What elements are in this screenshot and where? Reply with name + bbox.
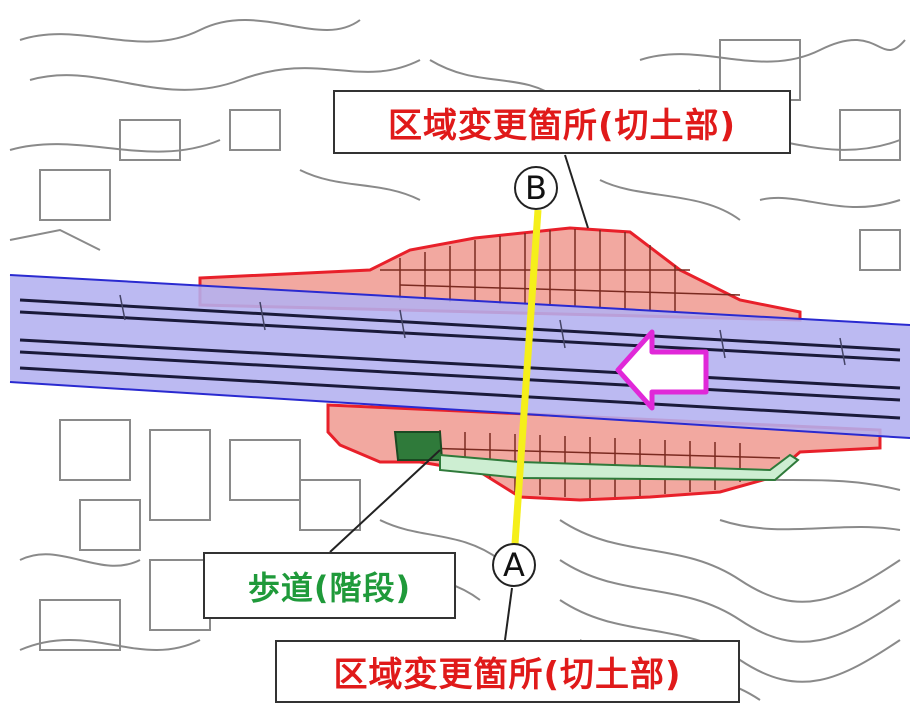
road-edge-bottom [9,381,910,439]
road-edge-top [9,274,910,326]
road-band [10,275,910,438]
point-a-marker: A [492,543,536,587]
road-marks [119,294,846,366]
section-line-a-b [511,209,542,545]
leader-sidewalk-label [329,449,441,553]
sidewalk-strip [439,453,800,482]
road-lane-lines [19,298,901,420]
point-b-marker: B [514,166,558,210]
lower-change-area-label: 区域変更箇所(切土部) [275,640,740,703]
leader-upper-label [564,154,589,229]
sidewalk-stairs-label: 歩道(階段) [203,552,456,619]
leader-lower-label [504,587,513,641]
upper-change-area-label: 区域変更箇所(切土部) [333,90,791,154]
left-arrow-icon [615,329,709,411]
